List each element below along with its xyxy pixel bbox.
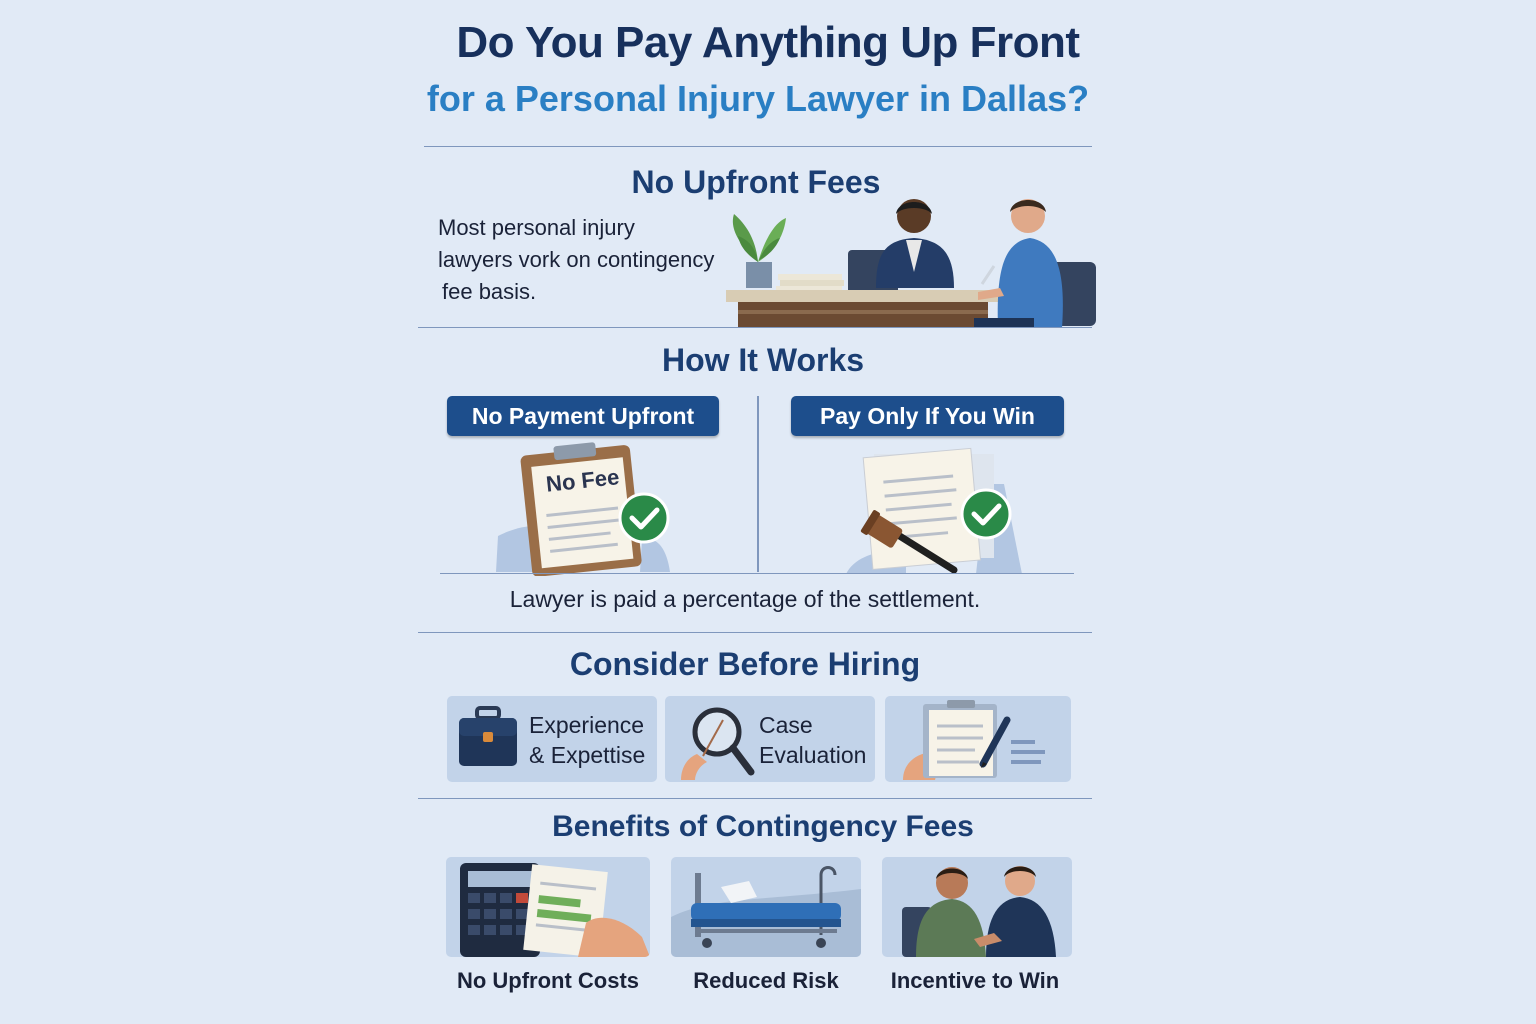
handshake-icon (902, 866, 1056, 957)
no-fee-clipboard-illustration (490, 440, 680, 576)
no-payment-upfront-badge: No Payment Upfront (447, 396, 719, 436)
lawyer-meeting-illustration (716, 192, 1098, 330)
card-label-line: Case (759, 712, 813, 738)
upfront-description: Most personal injury lawyers vork on con… (438, 212, 738, 308)
section-heading-how-it-works: How It Works (661, 342, 865, 378)
benefit-label: Reduced Risk (693, 968, 839, 993)
page-subtitle: for a Personal Injury Lawyer in Dallas? (426, 78, 1090, 119)
section-heading-benefits: Benefits of Contingency Fees (552, 810, 974, 843)
divider (418, 798, 1092, 799)
gavel-icon (860, 510, 958, 574)
page-title: Do You Pay Anything Up Front (456, 18, 1080, 67)
upfront-text-line: lawyers vork on contingency (438, 247, 715, 272)
benefit-label: Incentive to Win (890, 968, 1060, 993)
contract-review-illustration (895, 698, 1065, 782)
benefit-image-reduced-risk (671, 857, 861, 957)
plant-icon (732, 214, 786, 288)
card-label-line: Experience (529, 712, 645, 738)
magnifier-icon (673, 704, 759, 782)
calculator-icon (460, 863, 650, 957)
consider-card-contract (885, 696, 1071, 782)
benefit-image-no-upfront-costs (446, 857, 650, 957)
benefit-label: No Upfront Costs (456, 968, 640, 993)
upfront-text-line: fee basis. (442, 279, 537, 304)
how-it-works-caption: Lawyer is paid a percentage of the settl… (509, 586, 981, 612)
upfront-text-line: Most personal injury (438, 215, 635, 240)
divider (424, 146, 1092, 147)
briefcase-icon (455, 704, 521, 770)
divider (418, 327, 1092, 328)
card-label-line: Evaluation (759, 742, 867, 768)
consider-card-evaluation: Case Evaluation (665, 696, 875, 782)
consider-card-experience: Experience & Expettise (447, 696, 657, 782)
card-label-line: & Expettise (529, 742, 646, 768)
check-icon (618, 492, 670, 544)
divider (418, 632, 1092, 633)
section-heading-consider: Consider Before Hiring (569, 646, 921, 682)
consider-card-label: Experience & Expettise (529, 710, 645, 770)
divider (440, 573, 1074, 574)
column-divider (757, 396, 759, 572)
win-document-illustration (836, 444, 1032, 576)
pay-only-if-you-win-badge: Pay Only If You Win (791, 396, 1064, 436)
check-icon (960, 488, 1012, 540)
section-heading-upfront: No Upfront Fees (631, 164, 881, 200)
hospital-bed-icon (671, 866, 861, 957)
benefit-image-incentive (882, 857, 1072, 957)
clipboard-icon (520, 442, 642, 576)
consider-card-label: Case Evaluation (759, 710, 866, 770)
pen-icon (979, 716, 1011, 768)
